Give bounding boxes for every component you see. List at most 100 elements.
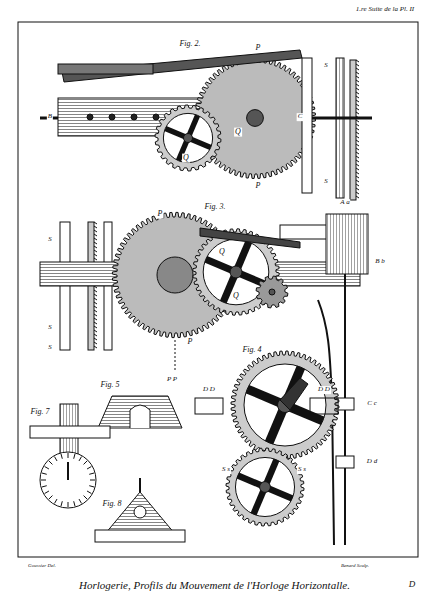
- stroke: [94, 294, 97, 296]
- stroke: [356, 124, 359, 126]
- callout-label: B: [47, 113, 53, 121]
- hub: [40, 452, 96, 508]
- callout-label: Goussier Del.: [27, 563, 57, 569]
- stroke: [41, 480, 46, 481]
- stroke: [356, 108, 359, 110]
- stroke: [356, 112, 359, 114]
- stroke: [94, 338, 97, 340]
- callout-label: S s: [221, 466, 231, 474]
- stroke: [356, 84, 359, 86]
- stroke: [94, 334, 97, 336]
- stroke: [356, 152, 359, 154]
- stroke: [79, 457, 82, 461]
- crosspiece: [30, 426, 110, 438]
- callout-label: P: [157, 210, 164, 219]
- stroke: [61, 501, 62, 506]
- gear-wheel: [226, 448, 304, 526]
- gear-wheel: [256, 276, 288, 308]
- callout-label: D: [408, 580, 417, 590]
- plate-border: [18, 22, 418, 557]
- stroke: [94, 250, 97, 252]
- hub: [247, 110, 264, 127]
- stroke: [94, 342, 97, 344]
- callout-label: Benard Sculp.: [340, 563, 370, 569]
- pillar: [302, 58, 312, 193]
- stroke: [356, 148, 359, 150]
- stroke: [139, 478, 141, 492]
- hub: [230, 266, 242, 278]
- stroke: [84, 461, 88, 465]
- callout-label: Fig. 7: [29, 408, 50, 417]
- stroke: [89, 473, 94, 474]
- stroke: [45, 467, 49, 470]
- clip: [336, 456, 354, 468]
- stroke: [94, 326, 97, 328]
- stroke: [94, 298, 97, 300]
- stroke: [356, 136, 359, 138]
- hub: [134, 506, 146, 518]
- callout-label: C c: [366, 400, 378, 408]
- stroke: [356, 132, 359, 134]
- hub: [153, 114, 159, 120]
- stroke: [94, 318, 97, 320]
- callout-label: Q: [218, 248, 226, 257]
- stroke: [49, 461, 53, 465]
- stroke: [61, 454, 62, 459]
- stroke: [356, 188, 359, 190]
- stroke: [94, 330, 97, 332]
- stroke: [356, 96, 359, 98]
- hub: [269, 289, 275, 295]
- callout-label: S: [323, 178, 329, 186]
- stroke: [356, 104, 359, 106]
- hub: [157, 257, 193, 293]
- gear-wheel: [231, 351, 339, 459]
- callout-label: D D: [202, 386, 216, 394]
- callout-label: P: [255, 44, 262, 53]
- stroke: [356, 88, 359, 90]
- callout-label: B b: [374, 258, 386, 266]
- stroke: [94, 234, 97, 236]
- stroke: [94, 302, 97, 304]
- hub: [87, 114, 93, 120]
- stroke: [356, 196, 359, 198]
- callout-label: Q: [182, 154, 190, 163]
- stroke: [356, 156, 359, 158]
- stroke: [45, 491, 49, 494]
- callout-label: C: [297, 113, 304, 121]
- stroke: [67, 462, 69, 480]
- hub: [184, 134, 193, 143]
- plate-caption: Horlogerie, Profils du Mouvement de l'Ho…: [77, 579, 352, 591]
- stroke: [94, 254, 97, 256]
- stroke: [49, 496, 53, 500]
- stroke: [42, 486, 47, 487]
- callout-label: Fig. 3.: [203, 203, 226, 212]
- dotted-frame: [195, 398, 223, 414]
- stroke: [175, 340, 176, 372]
- callout-label: S: [47, 324, 53, 332]
- stroke: [55, 499, 58, 503]
- stroke: [94, 238, 97, 240]
- stroke: [356, 60, 359, 62]
- stroke: [94, 290, 97, 292]
- dotted-frame: [310, 398, 338, 414]
- stroke: [356, 72, 359, 74]
- callout-label: P P: [166, 376, 178, 384]
- stroke: [90, 480, 95, 481]
- stroke: [356, 140, 359, 142]
- stroke: [87, 467, 91, 470]
- gear-wheel: [155, 105, 221, 171]
- stroke: [356, 144, 359, 146]
- callout-label: Q: [232, 292, 240, 301]
- stroke: [94, 306, 97, 308]
- stroke: [356, 164, 359, 166]
- callout-label: P: [255, 182, 262, 191]
- callout-label: 1.re Suite de la Pl. II: [355, 6, 415, 14]
- callout-label: S s: [297, 466, 307, 474]
- stroke: [94, 346, 97, 348]
- stroke: [356, 176, 359, 178]
- stroke: [356, 64, 359, 66]
- callout-label: Fig. 2.: [178, 40, 201, 49]
- stroke: [94, 258, 97, 260]
- stroke: [55, 457, 58, 461]
- stroke: [356, 120, 359, 122]
